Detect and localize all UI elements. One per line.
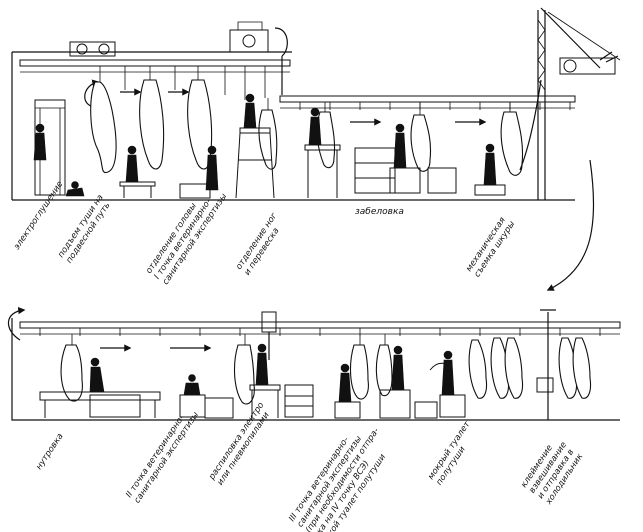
worker-top-1 <box>33 123 47 161</box>
carcass-b4 <box>375 334 393 397</box>
carcass-1 <box>90 66 117 174</box>
worker-top-8 <box>483 143 497 186</box>
carcass-3 <box>187 66 213 170</box>
carcass-b3 <box>349 334 369 400</box>
carcass-b2 <box>233 334 255 405</box>
half-carcasses-group <box>468 337 592 399</box>
label-sawing: распиловка электро или пневмопилами <box>207 398 277 488</box>
worker-top-5 <box>243 93 257 129</box>
label-legs-removal: отделение ног и перевеска <box>234 209 289 277</box>
label-head-removal: отделение головы I точка ветеринарно- са… <box>144 180 229 286</box>
carcass-2 <box>139 66 165 170</box>
worker-top-7 <box>393 123 407 169</box>
worker-b6 <box>441 350 455 396</box>
worker-b4 <box>338 363 352 403</box>
top-line <box>11 7 621 291</box>
label-zabelovka: забеловка <box>355 207 404 217</box>
bottom-line <box>7 306 621 421</box>
carcass-b1 <box>60 334 83 402</box>
label-nutrovka: нутровка <box>34 432 65 472</box>
label-vet-3: III точка ветеринарно- санитарной экспер… <box>287 413 399 532</box>
label-wet-wash: мокрый туалет полутуши <box>426 418 482 488</box>
carcass-6 <box>410 102 432 172</box>
skin-pulling-machine <box>519 7 621 200</box>
label-stamping: клеймение взвешивание и отправка в холод… <box>519 432 588 507</box>
label-lift: подъем туши на подвесной путь <box>56 191 115 266</box>
worker-top-6 <box>308 107 322 146</box>
worker-b3 <box>255 343 269 386</box>
worker-b2 <box>183 374 201 396</box>
worker-b1 <box>89 357 105 393</box>
worker-top-2 <box>65 181 85 197</box>
worker-top-3 <box>125 145 139 183</box>
worker-b5 <box>391 345 405 391</box>
carcass-7 <box>500 102 524 176</box>
label-electrostun: электроглушение <box>12 180 65 252</box>
worker-top-4 <box>205 145 219 191</box>
carcass-4 <box>258 98 278 170</box>
label-skin-removal: механическая съемка шкуры <box>464 213 518 279</box>
